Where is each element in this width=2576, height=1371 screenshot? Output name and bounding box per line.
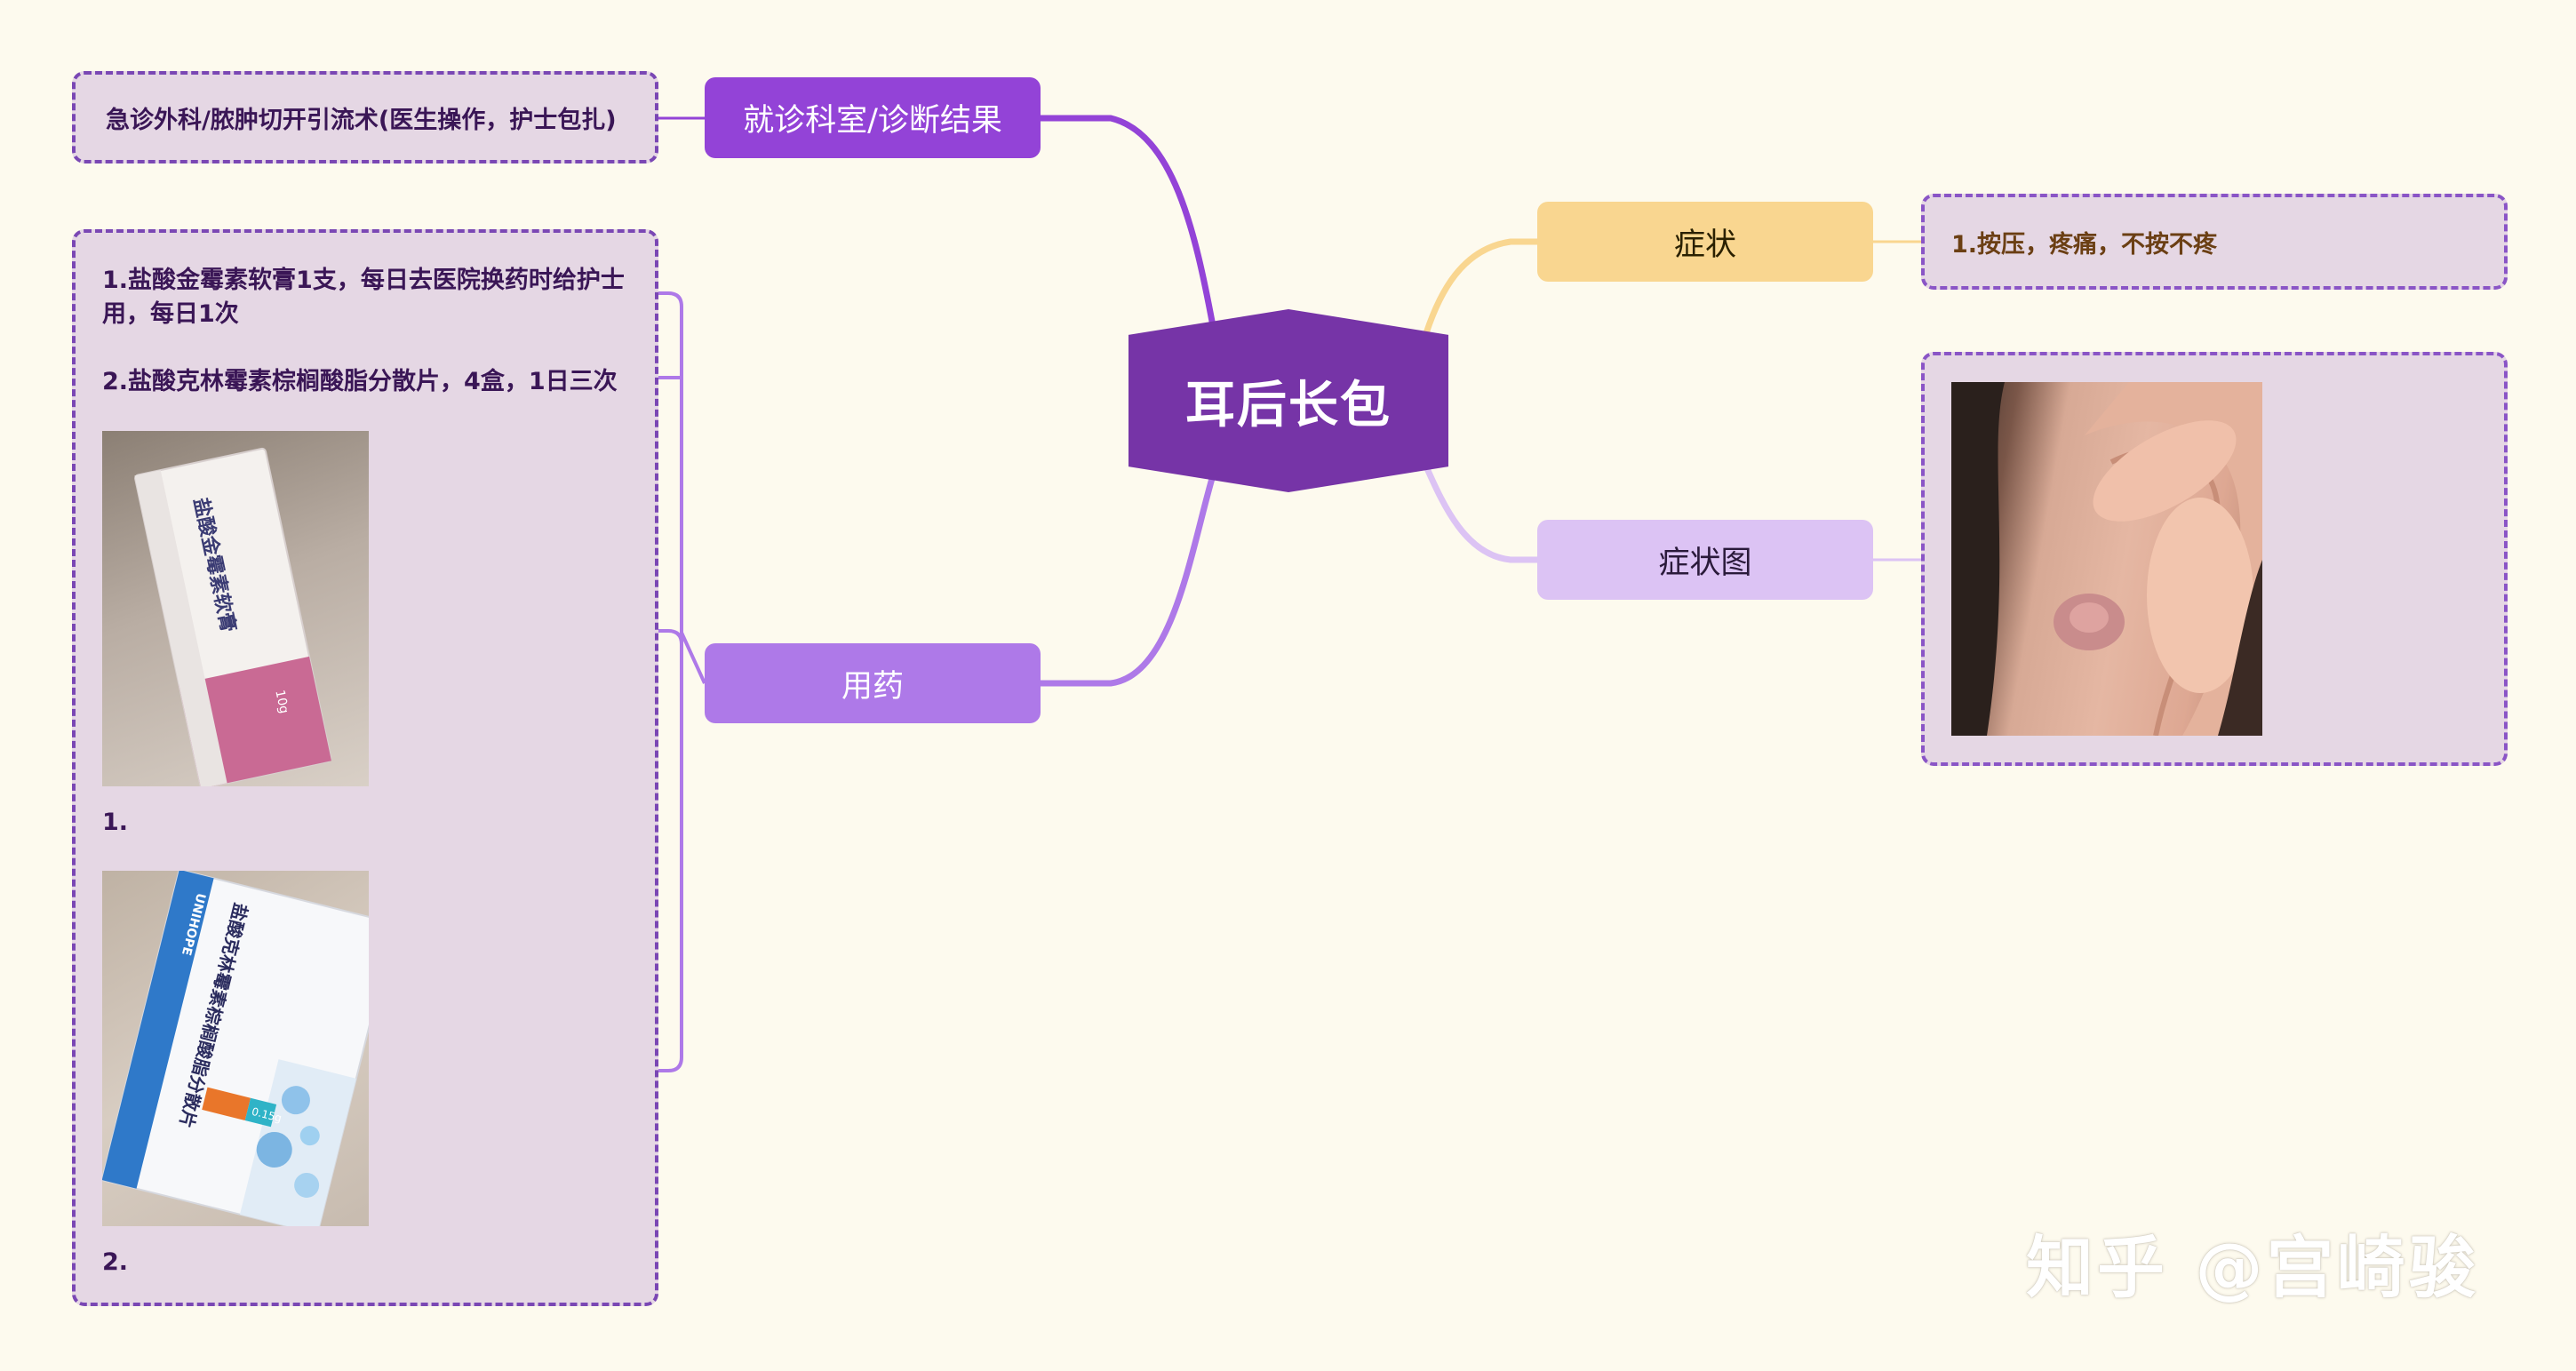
- symptom-image-box[interactable]: [1921, 352, 2508, 766]
- med-item-1: 1.盐酸金霉素软膏1支，每日去医院换药时给护士用，每日1次: [102, 267, 625, 328]
- med-item-2: 2.盐酸克林霉素棕榈酸脂分散片，4盒，1日三次: [102, 368, 618, 395]
- connector-center-symptom: [1423, 238, 1541, 337]
- ear-photo: [1951, 382, 2262, 736]
- meds-bracket-tick-img: [636, 629, 683, 645]
- branch-meds[interactable]: 用药: [705, 643, 1041, 723]
- dept-note[interactable]: 急诊外科/脓肿切开引流术(医生操作，护士包扎): [72, 71, 658, 163]
- connector-center-dept: [1037, 115, 1216, 330]
- symptom-note[interactable]: 1.按压，疼痛，不按不疼: [1921, 194, 2508, 290]
- connector-center-meds: [1037, 472, 1216, 687]
- branch-dept-label: 就诊科室/诊断结果: [743, 103, 1002, 139]
- branch-symptom-image-label: 症状图: [1658, 545, 1752, 581]
- meds-bracket: [636, 291, 683, 1072]
- ear-image: [1951, 382, 2262, 736]
- watermark: 知乎 @宫崎骏: [2026, 1228, 2480, 1307]
- branch-symptom-label: 症状: [1673, 227, 1736, 263]
- meds-bracket-stem: [680, 632, 706, 684]
- tablet-box-image: 盐酸克林霉素棕榈酸脂分散片 UNIHOPE 0.15g: [102, 871, 369, 1226]
- branch-symptom-image[interactable]: 症状图: [1537, 520, 1873, 600]
- central-topic[interactable]: 耳后长包: [1128, 309, 1448, 492]
- branch-dept[interactable]: 就诊科室/诊断结果: [705, 77, 1041, 158]
- med-image-caption-1: 1.: [102, 809, 129, 836]
- ointment-box-image: 盐酸金霉素软膏 10g: [134, 447, 332, 786]
- connector-center-symptom-image: [1423, 463, 1541, 563]
- meds-note[interactable]: 1.盐酸金霉素软膏1支，每日去医院换药时给护士用，每日1次 2.盐酸克林霉素棕榈…: [72, 229, 658, 1306]
- branch-symptom[interactable]: 症状: [1537, 202, 1873, 282]
- ointment-photo: 盐酸金霉素软膏 10g: [102, 431, 369, 786]
- symptom-note-text: 1.按压，疼痛，不按不疼: [1951, 230, 2218, 259]
- central-topic-label: 耳后长包: [1185, 376, 1392, 434]
- ointment-box-weight: 10g: [272, 689, 291, 714]
- tablet-photo: 盐酸克林霉素棕榈酸脂分散片 UNIHOPE 0.15g: [102, 871, 369, 1226]
- med-image-caption-2: 2.: [102, 1248, 129, 1276]
- dept-note-text: 急诊外科/脓肿切开引流术(医生操作，护士包扎): [106, 106, 617, 134]
- branch-meds-label: 用药: [841, 668, 904, 705]
